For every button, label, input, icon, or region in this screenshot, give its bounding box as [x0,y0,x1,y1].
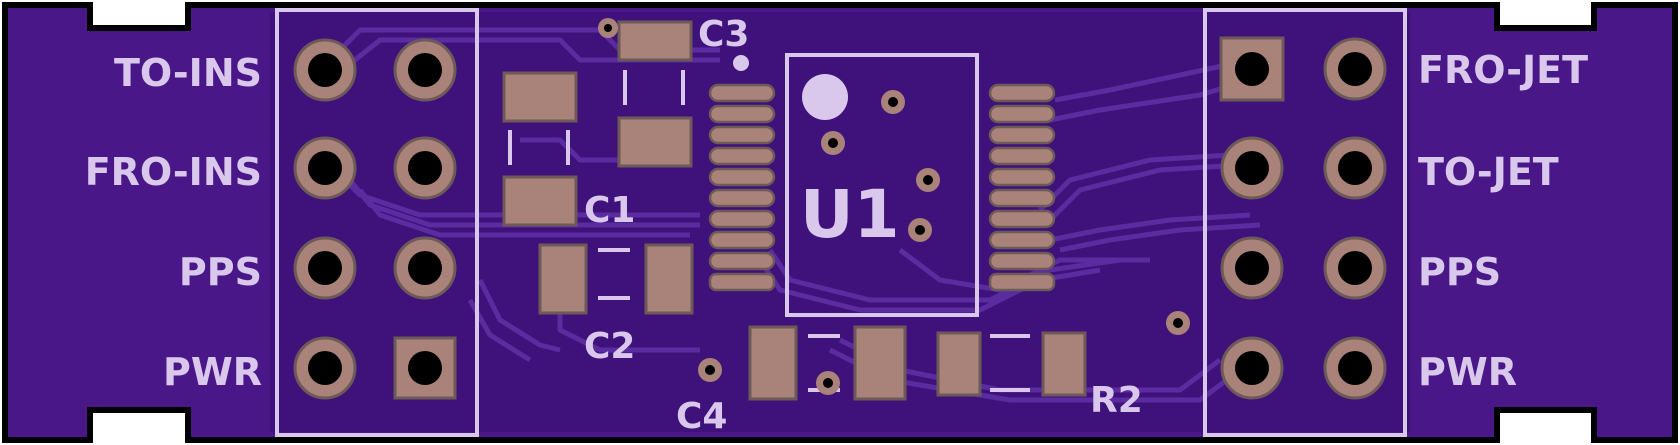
silkscreen-outlines [275,8,1407,437]
c3-pad-top [617,20,693,62]
right-pin-label-1: FRO-JET [1418,48,1588,92]
u1-label: U1 [800,176,900,253]
c2-pad-right [644,243,694,315]
u1-pads-right [988,83,1056,292]
r2-pad-right [1041,331,1087,397]
u1-pin1-dot [802,74,848,120]
u1-pads-left [708,83,776,292]
right-pin-label-2: TO-JET [1418,150,1559,194]
r2-pad-left [936,331,982,397]
vias [598,18,1190,395]
c1-label: C1 [584,190,635,231]
smd-pads [502,20,1087,401]
c4-pad-left [748,325,798,401]
c3-pad-bottom [617,116,693,168]
c1-pad-bottom [502,175,578,227]
r2-label: R2 [1090,380,1143,421]
c2-pad-left [538,243,588,315]
right-pin-label-3: PPS [1418,250,1501,294]
c1-pad-top [502,71,578,123]
right-header-outline [1203,8,1407,437]
c3-polarity-dot [733,55,749,71]
left-pin-label-4: PWR [163,350,262,394]
left-header-pads [293,38,457,400]
c3-label: C3 [698,14,749,55]
left-header-outline [275,8,479,437]
c4-label: C4 [676,396,727,437]
u1-outline [785,53,979,317]
left-pin-label-1: TO-INS [114,51,262,95]
right-header-pads [1219,36,1387,400]
left-pin-label-3: PPS [179,250,262,294]
c2-label: C2 [584,326,635,367]
left-pin-label-2: FRO-INS [85,150,262,194]
c4-pad-right [853,325,907,401]
right-pin-label-4: PWR [1418,350,1517,394]
